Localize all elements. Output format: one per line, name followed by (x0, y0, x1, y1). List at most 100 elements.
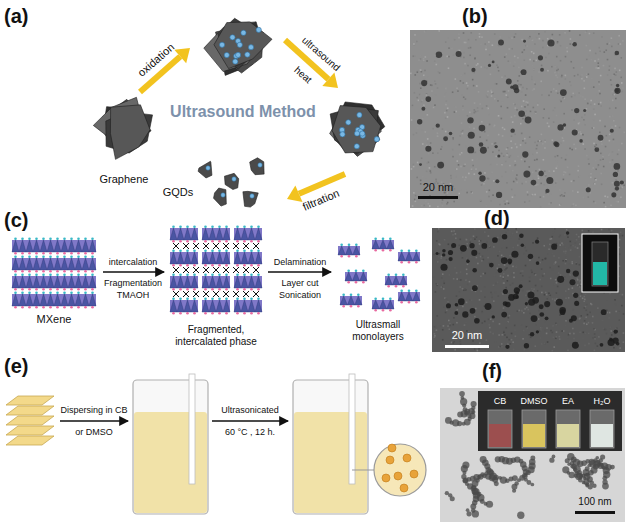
tem-grain (622, 40, 624, 42)
tem-grain (586, 73, 588, 75)
nanoparticle (505, 345, 509, 349)
surface-atom (28, 306, 31, 309)
tem-grain (613, 120, 615, 122)
nanoparticle (497, 155, 500, 158)
tem-grain (544, 31, 546, 33)
tem-grain (528, 166, 530, 168)
tem-grain (463, 52, 465, 54)
tem-grain (467, 88, 469, 90)
tem-grain (494, 33, 496, 35)
tem-grain (503, 282, 505, 284)
tem-grain (529, 59, 531, 61)
tem-grain (555, 337, 557, 339)
nanoparticle (514, 88, 519, 93)
oxidized-graphene-sheet (204, 18, 272, 75)
tem-grain (439, 72, 441, 74)
tem-grain (486, 140, 488, 142)
tem-grain (433, 276, 435, 278)
tem-grain (559, 314, 561, 316)
tem-grain (529, 259, 531, 261)
tem-grain (548, 126, 550, 128)
tem-grain (554, 72, 556, 74)
tem-grain (486, 95, 488, 97)
tem-grain (487, 135, 489, 137)
tem-grain (529, 276, 531, 278)
tem-grain (540, 206, 542, 208)
tem-grain (545, 174, 547, 176)
tem-grain (441, 286, 443, 288)
tem-grain (474, 109, 476, 111)
nanoparticle (471, 250, 477, 256)
tem-grain (503, 332, 505, 334)
tem-grain (469, 281, 471, 283)
tem-grain (565, 159, 567, 161)
tem-grain (507, 153, 509, 155)
tem-grain (434, 335, 436, 337)
tem-grain (488, 324, 490, 326)
tem-grain (591, 169, 593, 171)
tem-grain (449, 274, 451, 276)
tem-grain (445, 104, 447, 106)
tem-grain (589, 192, 591, 194)
tem-grain (521, 324, 523, 326)
tem-grain (564, 32, 566, 34)
tem-grain (524, 115, 526, 117)
nanoparticle (609, 338, 613, 342)
tem-grain (509, 165, 511, 167)
tem-grain (447, 246, 449, 248)
tem-grain (580, 295, 582, 297)
tem-grain (453, 201, 455, 203)
tem-grain (620, 187, 622, 189)
nanoparticle (545, 189, 549, 193)
tem-grain (614, 68, 616, 70)
nanoparticle (524, 343, 529, 348)
tem-grain (593, 108, 595, 110)
tem-grain (565, 247, 567, 249)
process-arrow-head (322, 73, 338, 88)
inset-background (582, 234, 618, 292)
tem-grain (478, 253, 480, 255)
tem-grain (566, 47, 568, 49)
tem-grain (495, 283, 497, 285)
tem-grain (537, 290, 539, 292)
tem-grain (485, 46, 487, 48)
mxene-octahedron (33, 294, 40, 306)
oxygen-group-dot (232, 177, 236, 181)
tem-grain (443, 288, 445, 290)
tem-grain (459, 341, 461, 343)
tem-grain (546, 327, 548, 329)
tem-grain (526, 290, 528, 292)
tem-grain (525, 101, 527, 103)
tem-grain (552, 332, 554, 334)
tem-grain (438, 30, 440, 32)
tem-grain (587, 103, 589, 105)
tem-grain (539, 262, 541, 264)
tem-grain (564, 234, 566, 236)
nanoparticle (536, 330, 539, 333)
tem-grain (516, 147, 518, 149)
tem-grain (411, 119, 413, 121)
tem-grain (621, 143, 623, 145)
tem-grain (501, 153, 503, 155)
tem-grain (455, 111, 457, 113)
tem-grain (477, 110, 479, 112)
tem-grain (555, 75, 557, 77)
tem-grain (559, 338, 561, 340)
tem-grain (501, 334, 503, 336)
tem-grain (520, 84, 522, 86)
vial-inset (582, 234, 618, 292)
tem-grain (506, 182, 508, 184)
tem-grain (439, 244, 441, 246)
mxene-octahedron (19, 276, 26, 288)
tem-grain (531, 288, 533, 290)
tem-grain (576, 278, 578, 280)
tem-grain (479, 136, 481, 138)
tem-grain (601, 143, 603, 145)
tem-grain (621, 297, 623, 299)
tem-grain (414, 199, 416, 201)
tem-grain (460, 75, 462, 77)
nanoparticle (474, 318, 480, 324)
tem-grain (446, 56, 448, 58)
nanoparticle (421, 107, 425, 111)
tem-grain (537, 184, 539, 186)
